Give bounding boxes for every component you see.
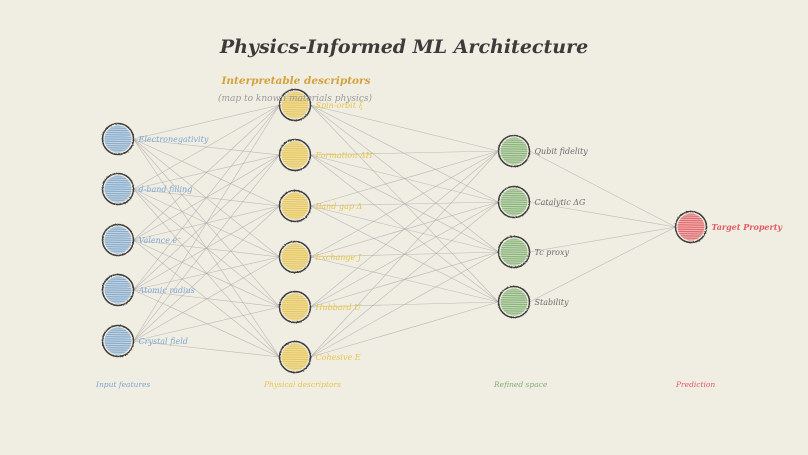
edge-physical-3-to-refined-0 bbox=[310, 150, 499, 258]
node-physical-2: Band gap Δ bbox=[278, 189, 363, 223]
node-ring bbox=[278, 240, 312, 274]
node-ring bbox=[278, 138, 312, 172]
edge-physical-0-to-refined-1 bbox=[310, 104, 499, 203]
caption-input: Input features bbox=[95, 380, 150, 389]
node-label-refined-2: Tc proxy bbox=[535, 248, 570, 257]
node-ring bbox=[497, 235, 531, 269]
node-physical-3: Exchange J bbox=[278, 240, 362, 274]
node-label-refined-1: Catalytic ΔG bbox=[535, 198, 587, 207]
edge-physical-3-to-refined-1 bbox=[310, 201, 499, 258]
caption-output: Prediction bbox=[675, 380, 715, 389]
edge-input-4-to-physical-5 bbox=[133, 340, 280, 358]
node-label-input-2: Valence e⁻ bbox=[139, 236, 182, 245]
edge-input-4-to-physical-0 bbox=[133, 104, 280, 342]
node-input-4: Crystal field bbox=[101, 324, 188, 358]
node-ring bbox=[497, 185, 531, 219]
edge-refined-3-to-output-0 bbox=[529, 226, 676, 303]
node-label-physical-1: Formation ΔH bbox=[315, 151, 374, 160]
node-ring bbox=[278, 340, 312, 374]
node-ring bbox=[101, 223, 135, 257]
node-ring bbox=[278, 88, 312, 122]
edge-physical-1-to-refined-3 bbox=[310, 154, 499, 303]
node-output-0: Target Property bbox=[674, 210, 784, 244]
edge-input-3-to-physical-0 bbox=[133, 104, 280, 291]
node-label-physical-2: Band gap Δ bbox=[315, 202, 363, 211]
diagram-title: Physics-Informed ML Architecture bbox=[219, 36, 588, 58]
node-label-physical-4: Hubbard U bbox=[315, 303, 362, 312]
edge-input-2-to-physical-3 bbox=[133, 239, 280, 258]
node-fill bbox=[677, 213, 705, 241]
node-ring bbox=[101, 324, 135, 358]
edge-physical-5-to-refined-1 bbox=[310, 201, 499, 358]
node-ring bbox=[278, 290, 312, 324]
edge-physical-2-to-refined-0 bbox=[310, 150, 499, 207]
node-refined-0: Qubit fidelity bbox=[497, 134, 589, 168]
caption-refined: Refined space bbox=[493, 380, 548, 389]
node-refined-3: Stability bbox=[497, 285, 569, 319]
edge-physical-1-to-refined-2 bbox=[310, 154, 499, 253]
edge-input-4-to-physical-3 bbox=[133, 256, 280, 342]
node-physical-1: Formation ΔH bbox=[278, 138, 374, 172]
node-physical-4: Hubbard U bbox=[278, 290, 362, 324]
edge-input-1-to-physical-0 bbox=[133, 104, 280, 190]
node-ring bbox=[101, 172, 135, 206]
edge-input-4-to-physical-1 bbox=[133, 154, 280, 342]
node-label-refined-3: Stability bbox=[535, 298, 569, 307]
edge-input-0-to-physical-0 bbox=[133, 104, 280, 140]
edge-physical-1-to-refined-0 bbox=[310, 150, 499, 156]
edge-refined-0-to-output-0 bbox=[529, 150, 676, 228]
edge-input-4-to-physical-2 bbox=[133, 205, 280, 342]
annotation-subtitle: (map to known materials physics) bbox=[218, 93, 373, 104]
node-fill bbox=[104, 226, 132, 254]
node-label-input-3: Atomic radius bbox=[138, 286, 195, 295]
node-ring bbox=[497, 285, 531, 319]
node-ring bbox=[278, 189, 312, 223]
node-label-refined-0: Qubit fidelity bbox=[535, 147, 589, 156]
edge-physical-5-to-refined-3 bbox=[310, 301, 499, 358]
edge-input-2-to-physical-0 bbox=[133, 104, 280, 241]
node-label-physical-5: Cohesive E bbox=[316, 353, 361, 362]
node-physical-0: Spin-orbit ξ bbox=[278, 88, 364, 122]
edge-input-0-to-physical-3 bbox=[133, 138, 280, 258]
node-label-physical-3: Exchange J bbox=[315, 253, 362, 262]
node-refined-2: Tc proxy bbox=[497, 235, 570, 269]
edge-physical-0-to-refined-0 bbox=[310, 104, 499, 152]
node-ring bbox=[101, 122, 135, 156]
edge-refined-1-to-output-0 bbox=[529, 201, 676, 228]
node-input-0: Electronegativity bbox=[101, 122, 209, 156]
layer-captions: Input features Physical descriptors Refine… bbox=[95, 380, 715, 389]
annotation-title: Interpretable descriptors bbox=[221, 75, 371, 87]
edge-input-4-to-physical-4 bbox=[133, 306, 280, 342]
edge-input-3-to-physical-4 bbox=[133, 289, 280, 308]
edge-physical-5-to-refined-2 bbox=[310, 251, 499, 358]
node-ring bbox=[497, 134, 531, 168]
node-label-input-4: Crystal field bbox=[139, 337, 188, 346]
edge-input-1-to-physical-5 bbox=[133, 188, 280, 358]
node-label-output-0: Target Property bbox=[712, 222, 784, 232]
edge-physical-4-to-refined-0 bbox=[310, 150, 499, 308]
edge-refined-2-to-output-0 bbox=[529, 226, 676, 253]
edge-physical-4-to-refined-1 bbox=[310, 201, 499, 308]
node-refined-1: Catalytic ΔG bbox=[497, 185, 587, 219]
node-ring bbox=[674, 210, 708, 244]
node-label-physical-0: Spin-orbit ξ bbox=[316, 101, 364, 110]
node-label-input-0: Electronegativity bbox=[138, 135, 209, 144]
node-input-2: Valence e⁻ bbox=[101, 223, 182, 257]
node-fill bbox=[500, 188, 528, 216]
connection-edges bbox=[133, 104, 676, 358]
node-ring bbox=[101, 273, 135, 307]
edge-input-3-to-physical-5 bbox=[133, 289, 280, 358]
edge-input-1-to-physical-1 bbox=[133, 154, 280, 190]
edge-physical-5-to-refined-0 bbox=[310, 150, 499, 358]
node-label-input-1: d-band filling bbox=[139, 185, 193, 194]
caption-physical: Physical descriptors bbox=[263, 380, 341, 389]
